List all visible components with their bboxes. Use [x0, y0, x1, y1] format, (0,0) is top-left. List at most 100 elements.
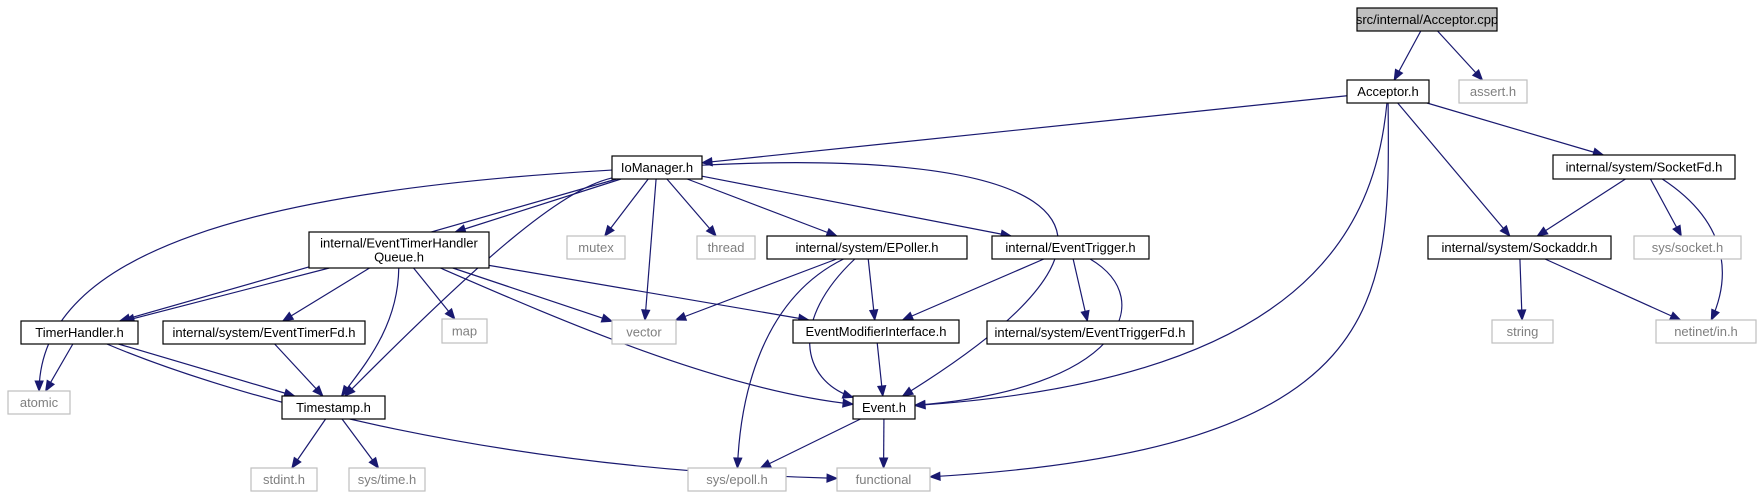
- edge-epoller-h-to-sys-epoll-h: [736, 258, 844, 469]
- node-map: map: [441, 318, 488, 344]
- node-box: [1633, 235, 1742, 260]
- node-label: netinet/in.h: [1674, 324, 1738, 339]
- node-timerhandler-h[interactable]: TimerHandler.h: [20, 320, 139, 345]
- edge-socketfd-h-to-sockaddr-h-arrowhead: [1536, 226, 1549, 237]
- node-label: internal/EventTrigger.h: [1005, 240, 1135, 255]
- edge-eventtrigger-h-to-eventmodifierinterface-h-arrowhead: [901, 311, 915, 321]
- node-epoller-h[interactable]: internal/system/EPoller.h: [766, 235, 968, 260]
- node-stdint-h: stdint.h: [250, 467, 318, 492]
- edge-eventtimerfd-h-to-timestamp-h: [274, 343, 324, 397]
- edge-epoller-h-to-event-h: [809, 258, 856, 398]
- edge-timerhandler-h-to-atomic-arrowhead: [44, 379, 56, 393]
- node-label: sys/time.h: [358, 472, 417, 487]
- edge-socketfd-h-to-sys-socket-h: [1649, 178, 1682, 237]
- node-label: internal/EventTimerHandler: [320, 236, 478, 251]
- edge-event-h-to-sys-epoll-h: [760, 418, 861, 469]
- edge-timestamp-h-to-stdint-h-arrowhead: [291, 456, 302, 470]
- node-sys-time-h: sys/time.h: [348, 467, 426, 492]
- edge-sockaddr-h-to-netinet-in-h-arrowhead: [1668, 311, 1682, 321]
- edge-iomanager-h-to-eventtimerhandlerqueue-h: [455, 178, 622, 233]
- edge-socketfd-h-to-netinet-in-h-arrowhead: [1710, 308, 1720, 322]
- edge-eventtimerhandlerqueue-h-to-event-h: [440, 267, 854, 405]
- node-timestamp-h[interactable]: Timestamp.h: [281, 395, 386, 420]
- node-socketfd-h[interactable]: internal/system/SocketFd.h: [1552, 154, 1736, 180]
- node-netinet-in-h: netinet/in.h: [1655, 319, 1757, 344]
- node-iomanager-h[interactable]: IoManager.h: [611, 155, 703, 180]
- node-eventmodifierinterface-h[interactable]: EventModifierInterface.h: [792, 319, 960, 344]
- node-box: [1552, 154, 1736, 180]
- edge-iomanager-h-to-epoller-h: [686, 178, 838, 237]
- node-box: [7, 390, 71, 415]
- node-box: [836, 467, 931, 492]
- node-string: string: [1491, 319, 1554, 344]
- node-box: [852, 395, 916, 420]
- node-eventtriggerfd-h[interactable]: internal/system/EventTriggerFd.h: [986, 320, 1194, 345]
- node-box: [611, 155, 703, 180]
- edge-eventtimerhandlerqueue-h-to-timestamp-h: [341, 267, 400, 397]
- edge-socketfd-h-to-sockaddr-h: [1536, 178, 1626, 237]
- node-label: thread: [708, 240, 745, 255]
- edge-acceptor-h-to-socketfd-h: [1426, 102, 1604, 156]
- node-box: [20, 320, 139, 345]
- edge-iomanager-h-to-eventtrigger-h: [701, 175, 1012, 237]
- node-sockaddr-h[interactable]: internal/system/Sockaddr.h: [1427, 235, 1612, 260]
- node-label: Acceptor.h: [1357, 84, 1418, 99]
- node-label: sys/epoll.h: [706, 472, 767, 487]
- edge-eventtimerhandlerqueue-h-to-timerhandler-h: [123, 267, 330, 322]
- edge-iomanager-h-to-timestamp-h: [344, 177, 613, 397]
- node-label: TimerHandler.h: [35, 325, 123, 340]
- edge-sockaddr-h-to-string-arrowhead: [1516, 309, 1527, 322]
- edge-epoller-h-to-event-h-arrowhead: [841, 389, 855, 399]
- edge-acceptor-h-to-functional-arrowhead: [928, 471, 941, 481]
- node-functional: functional: [836, 467, 931, 492]
- node-eventtimerfd-h[interactable]: internal/system/EventTimerFd.h: [162, 320, 366, 345]
- node-box: [566, 235, 626, 260]
- node-label: sys/socket.h: [1652, 240, 1724, 255]
- node-label: map: [452, 324, 477, 339]
- edge-iomanager-h-to-thread-arrowhead: [705, 224, 717, 238]
- edge-eventtimerhandlerqueue-h-to-event-h-arrowhead: [842, 398, 855, 408]
- edge-timerhandler-h-to-functional-arrowhead: [826, 473, 839, 483]
- edge-iomanager-h-to-thread: [666, 178, 717, 237]
- edge-iomanager-h-to-epoller-h-arrowhead: [825, 227, 839, 237]
- edge-timerhandler-h-to-timestamp-h: [118, 343, 295, 397]
- edge-acceptor-cpp-to-acceptor-h-arrowhead: [1393, 68, 1404, 82]
- node-acceptor-cpp[interactable]: src/internal/Acceptor.cpp: [1356, 7, 1498, 32]
- edge-timestamp-h-to-sys-time-h-arrowhead: [368, 456, 380, 470]
- edge-event-h-to-functional-arrowhead: [878, 457, 889, 470]
- edges-layer: [34, 30, 1723, 483]
- node-box: [611, 319, 677, 345]
- node-box: [1655, 319, 1757, 344]
- node-label: internal/system/EventTimerFd.h: [172, 325, 355, 340]
- node-box: [1427, 235, 1612, 260]
- edge-epoller-h-to-sys-epoll-h-arrowhead: [733, 457, 743, 470]
- node-box: [991, 235, 1150, 260]
- node-box: [348, 467, 426, 492]
- node-box: [308, 231, 490, 269]
- edge-acceptor-h-to-sockaddr-h-arrowhead: [1499, 224, 1511, 238]
- node-label: string: [1507, 324, 1539, 339]
- node-box: [792, 319, 960, 344]
- node-label: internal/system/SocketFd.h: [1566, 160, 1723, 175]
- edge-acceptor-h-to-iomanager-h-arrowhead: [700, 157, 713, 167]
- edge-epoller-h-to-vector-arrowhead: [674, 311, 688, 321]
- node-assert-h: assert.h: [1458, 79, 1528, 104]
- node-event-h[interactable]: Event.h: [852, 395, 916, 420]
- node-label: assert.h: [1470, 84, 1516, 99]
- node-box: [696, 235, 756, 260]
- edge-iomanager-h-to-atomic-arrowhead: [34, 380, 44, 393]
- node-acceptor-h[interactable]: Acceptor.h: [1346, 79, 1430, 104]
- node-eventtrigger-h[interactable]: internal/EventTrigger.h: [991, 235, 1150, 260]
- node-label: functional: [856, 472, 912, 487]
- node-box: [1458, 79, 1528, 104]
- node-sys-socket-h: sys/socket.h: [1633, 235, 1742, 260]
- edge-eventtimerhandlerqueue-h-to-eventtimerfd-h-arrowhead: [281, 311, 295, 322]
- edge-acceptor-h-to-functional: [929, 102, 1389, 478]
- edge-eventtimerhandlerqueue-h-to-map-arrowhead: [444, 307, 456, 321]
- node-vector: vector: [611, 319, 677, 345]
- node-mutex: mutex: [566, 235, 626, 260]
- edge-socketfd-h-to-sys-socket-h-arrowhead: [1672, 224, 1682, 238]
- edge-acceptor-h-to-event-h: [914, 102, 1388, 407]
